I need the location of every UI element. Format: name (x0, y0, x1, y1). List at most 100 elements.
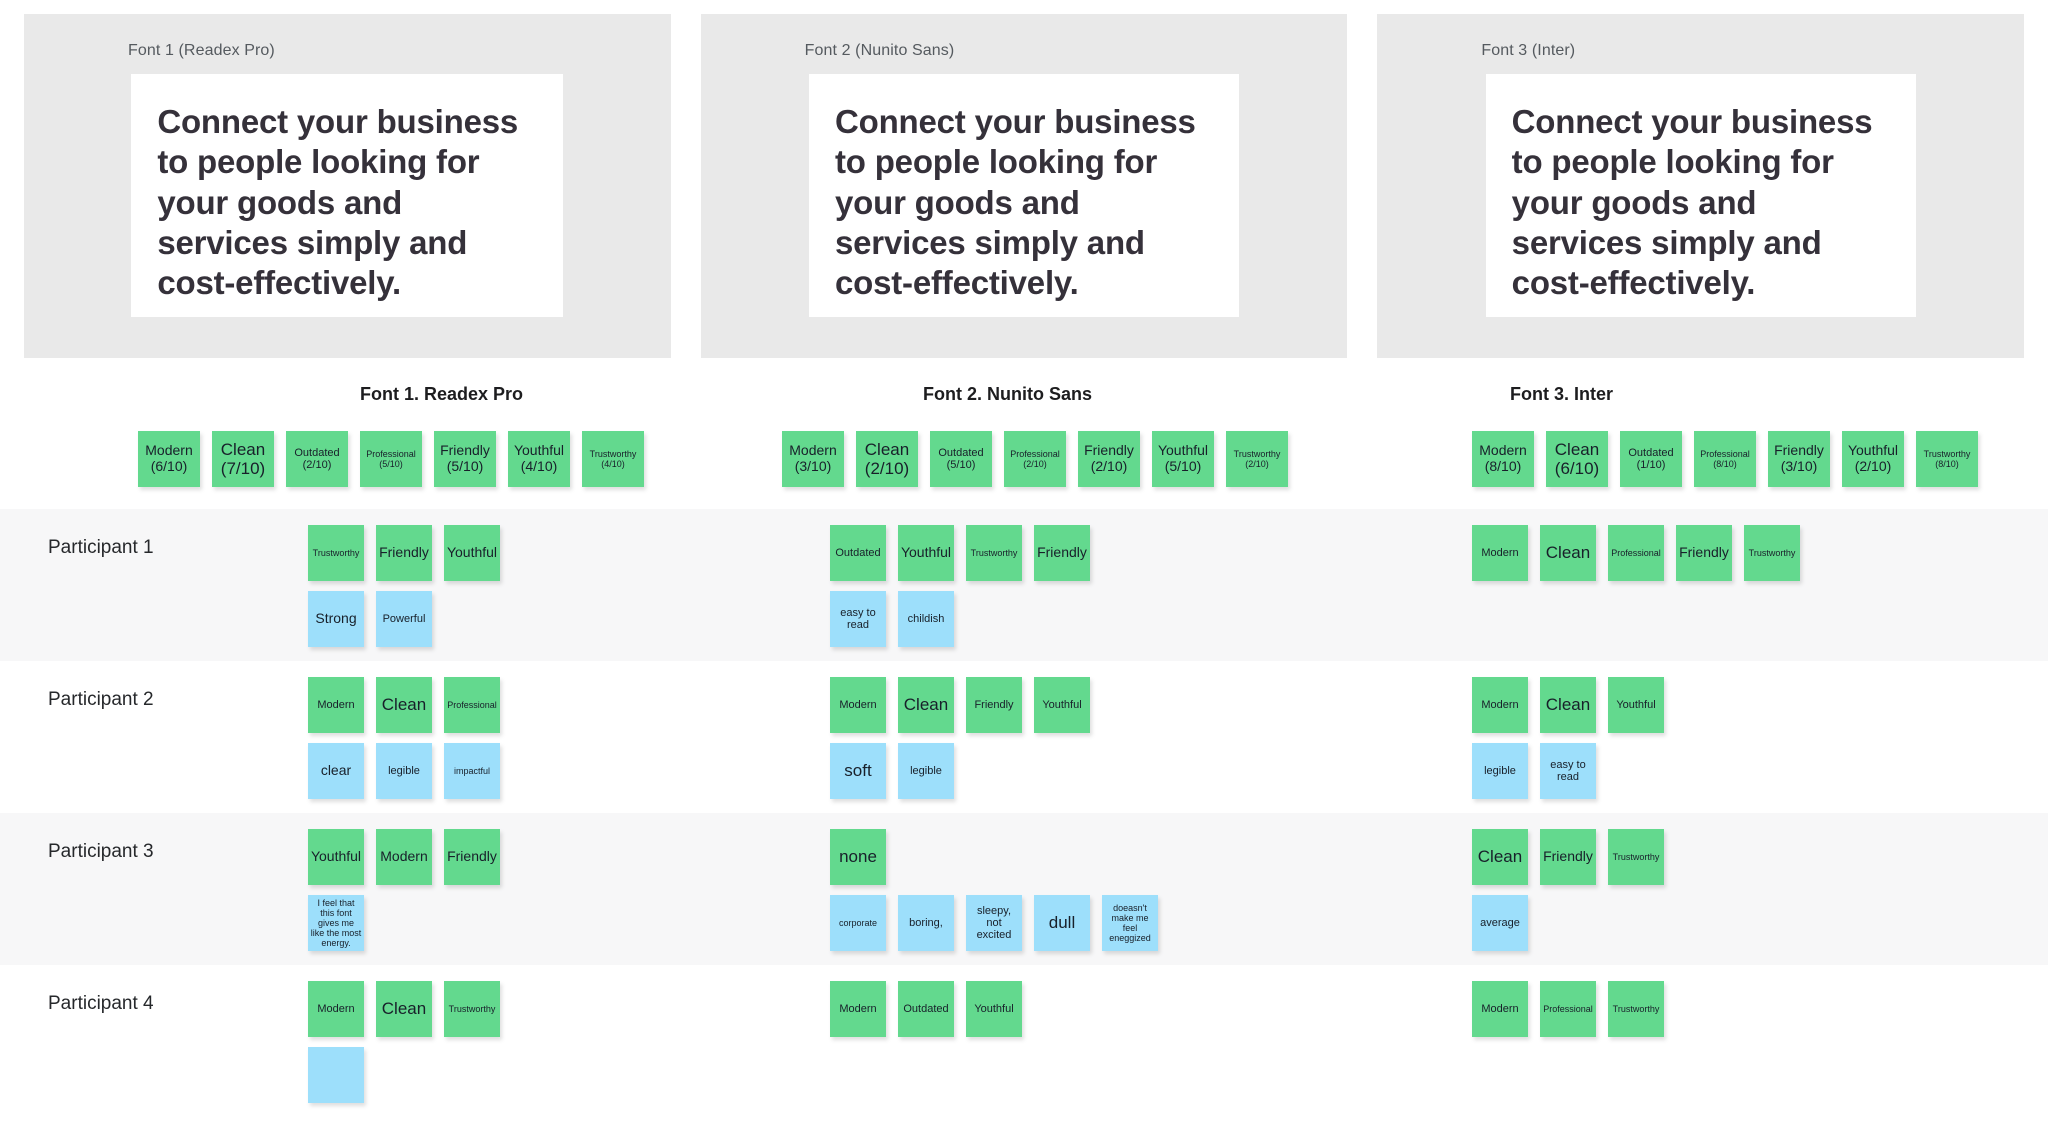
attribute-note[interactable]: Youthful (1608, 677, 1664, 733)
attribute-note[interactable]: Clean (1540, 525, 1596, 581)
rating-note[interactable]: Friendly(2/10) (1078, 431, 1140, 487)
attribute-note[interactable]: Friendly (966, 677, 1022, 733)
attribute-note[interactable]: Modern (308, 677, 364, 733)
attribute-note[interactable]: Trustworthy (1608, 981, 1664, 1037)
attribute-note[interactable]: Modern (830, 981, 886, 1037)
rating-attribute-label: Modern (789, 442, 837, 459)
rating-note[interactable]: Youthful(2/10) (1842, 431, 1904, 487)
attribute-note[interactable]: Modern (1472, 981, 1528, 1037)
rating-note[interactable]: Modern(6/10) (138, 431, 200, 487)
comment-note[interactable]: legible (1472, 743, 1528, 799)
attribute-note[interactable]: none (830, 829, 886, 885)
attribute-note[interactable]: Professional (444, 677, 500, 733)
attribute-note[interactable]: Youthful (966, 981, 1022, 1037)
comment-note[interactable]: easy to read (830, 591, 886, 647)
comment-note[interactable]: legible (898, 743, 954, 799)
comment-note[interactable]: dull (1034, 895, 1090, 951)
attribute-note[interactable]: Professional (1540, 981, 1596, 1037)
rating-group-font-1: Modern(6/10)Clean(7/10)Outdated(2/10)Pro… (138, 423, 644, 495)
attribute-note[interactable]: Youthful (1034, 677, 1090, 733)
attribute-note[interactable]: Friendly (1034, 525, 1090, 581)
rating-note[interactable]: Youthful(4/10) (508, 431, 570, 487)
rating-attribute-label: Youthful (1157, 442, 1209, 459)
rating-note[interactable]: Youthful(5/10) (1152, 431, 1214, 487)
attribute-note[interactable]: Friendly (444, 829, 500, 885)
rating-note[interactable]: Clean(7/10) (212, 431, 274, 487)
rating-note[interactable]: Modern(3/10) (782, 431, 844, 487)
comment-note[interactable]: legible (376, 743, 432, 799)
attribute-note[interactable]: Trustworthy (444, 981, 500, 1037)
rating-note[interactable]: Trustworthy(4/10) (582, 431, 644, 487)
rating-note[interactable]: Friendly(5/10) (434, 431, 496, 487)
rating-note[interactable]: Trustworthy(8/10) (1916, 431, 1978, 487)
comment-note[interactable]: childish (898, 591, 954, 647)
rating-note[interactable]: Outdated(2/10) (286, 431, 348, 487)
attribute-note[interactable]: Modern (1472, 525, 1528, 581)
comment-note[interactable]: Powerful (376, 591, 432, 647)
attribute-note[interactable]: Modern (830, 677, 886, 733)
attribute-note[interactable]: Trustworthy (308, 525, 364, 581)
comment-note[interactable]: I feel that this font gives me like the … (308, 895, 364, 951)
comment-note[interactable]: impactful (444, 743, 500, 799)
comment-note[interactable]: Strong (308, 591, 364, 647)
rating-score: (8/10) (1484, 458, 1522, 474)
comment-note[interactable]: soft (830, 743, 886, 799)
rating-note[interactable]: Clean(6/10) (1546, 431, 1608, 487)
participant-label: Participant 2 (48, 689, 154, 710)
rating-score: (2/10) (864, 459, 910, 478)
rating-note[interactable]: Modern(8/10) (1472, 431, 1534, 487)
rating-note[interactable]: Professional(8/10) (1694, 431, 1756, 487)
rating-note[interactable]: Friendly(3/10) (1768, 431, 1830, 487)
attribute-note[interactable]: Modern (376, 829, 432, 885)
rating-attribute-label: Friendly (440, 442, 490, 459)
rating-attribute-label: Clean (864, 439, 910, 459)
rating-attribute-label: Professional (1700, 448, 1750, 459)
attribute-note[interactable]: Clean (376, 677, 432, 733)
attribute-note[interactable]: Youthful (898, 525, 954, 581)
attribute-note[interactable]: Professional (1608, 525, 1664, 581)
attribute-note[interactable]: Outdated (830, 525, 886, 581)
specimen-label: Font 3 (Inter) (1481, 42, 1576, 59)
attribute-note[interactable]: Trustworthy (966, 525, 1022, 581)
comment-note[interactable] (308, 1047, 364, 1103)
attribute-note[interactable]: Youthful (308, 829, 364, 885)
comment-note[interactable]: boring, (898, 895, 954, 951)
attribute-note[interactable]: Friendly (376, 525, 432, 581)
comment-note-line (1472, 591, 2048, 601)
attribute-note[interactable]: Clean (898, 677, 954, 733)
comment-note[interactable]: doeasn't make me feel eneggized (1102, 895, 1158, 951)
rating-group-font-3: Modern(8/10)Clean(6/10)Outdated(1/10)Pro… (1472, 423, 1978, 495)
specimen-panel-font-1: Font 1 (Readex Pro) Connect your busines… (24, 14, 671, 358)
attribute-note[interactable]: Clean (1540, 677, 1596, 733)
participant-label: Participant 4 (48, 993, 154, 1014)
rating-note[interactable]: Clean(2/10) (856, 431, 918, 487)
comment-note[interactable]: clear (308, 743, 364, 799)
rating-note[interactable]: Trustworthy(2/10) (1226, 431, 1288, 487)
rating-note[interactable]: Outdated(1/10) (1620, 431, 1682, 487)
attribute-note[interactable]: Outdated (898, 981, 954, 1037)
comment-note[interactable]: sleepy, not excited (966, 895, 1022, 951)
attribute-note[interactable]: Trustworthy (1608, 829, 1664, 885)
rating-score: (5/10) (946, 459, 976, 471)
attribute-note[interactable]: Friendly (1540, 829, 1596, 885)
rating-note[interactable]: Professional(5/10) (360, 431, 422, 487)
attribute-note[interactable]: Friendly (1676, 525, 1732, 581)
comment-note[interactable]: easy to read (1540, 743, 1596, 799)
attribute-note[interactable]: Modern (308, 981, 364, 1037)
attribute-note[interactable]: Youthful (444, 525, 500, 581)
attribute-note[interactable]: Trustworthy (1744, 525, 1800, 581)
rating-note[interactable]: Professional(2/10) (1004, 431, 1066, 487)
attribute-note[interactable]: Clean (376, 981, 432, 1037)
comment-note[interactable]: corporate (830, 895, 886, 951)
comment-note[interactable]: average (1472, 895, 1528, 951)
attribute-note[interactable]: Modern (1472, 677, 1528, 733)
rating-note[interactable]: Outdated(5/10) (930, 431, 992, 487)
attribute-note[interactable]: Clean (1472, 829, 1528, 885)
